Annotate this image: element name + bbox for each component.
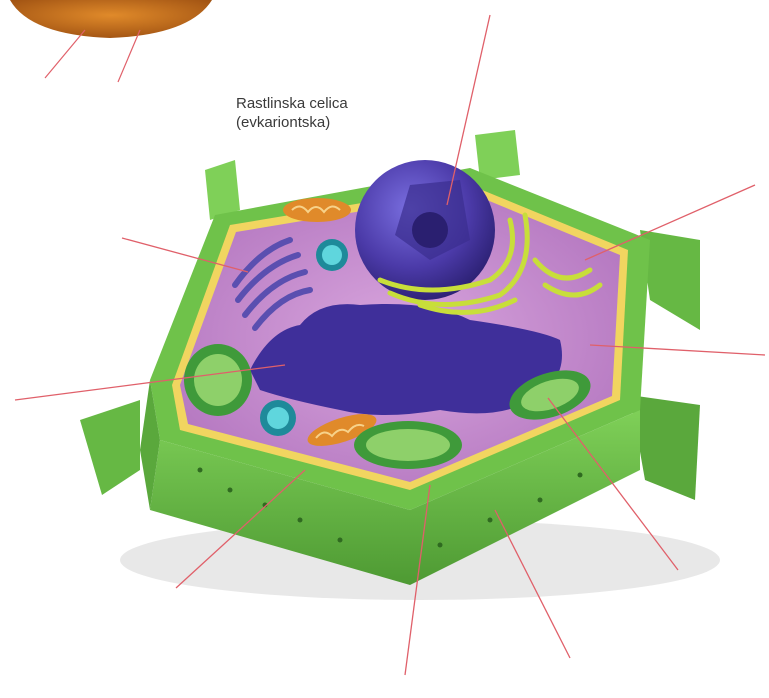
wall-pore bbox=[438, 543, 443, 548]
wall-pore bbox=[488, 518, 493, 523]
wall-pore bbox=[298, 518, 303, 523]
nucleus bbox=[355, 160, 495, 300]
diagram-title-line2: (evkariontska) bbox=[236, 113, 348, 132]
partial-cell-fragment bbox=[10, 0, 212, 82]
nucleolus bbox=[412, 212, 448, 248]
peroxisome bbox=[316, 239, 348, 271]
wall-pore bbox=[538, 498, 543, 503]
mitochondrion bbox=[283, 198, 351, 222]
label-line bbox=[118, 30, 140, 82]
chloroplast bbox=[184, 344, 252, 416]
label-line bbox=[45, 30, 85, 78]
peroxisome bbox=[260, 400, 296, 436]
diagram-title-line1: Rastlinska celica bbox=[236, 94, 348, 113]
diagram-title: Rastlinska celica (evkariontska) bbox=[236, 94, 348, 132]
wall-pore bbox=[338, 538, 343, 543]
wall-pore bbox=[198, 468, 203, 473]
wall-pore bbox=[228, 488, 233, 493]
chloroplast bbox=[354, 421, 462, 469]
wall-pore bbox=[578, 473, 583, 478]
